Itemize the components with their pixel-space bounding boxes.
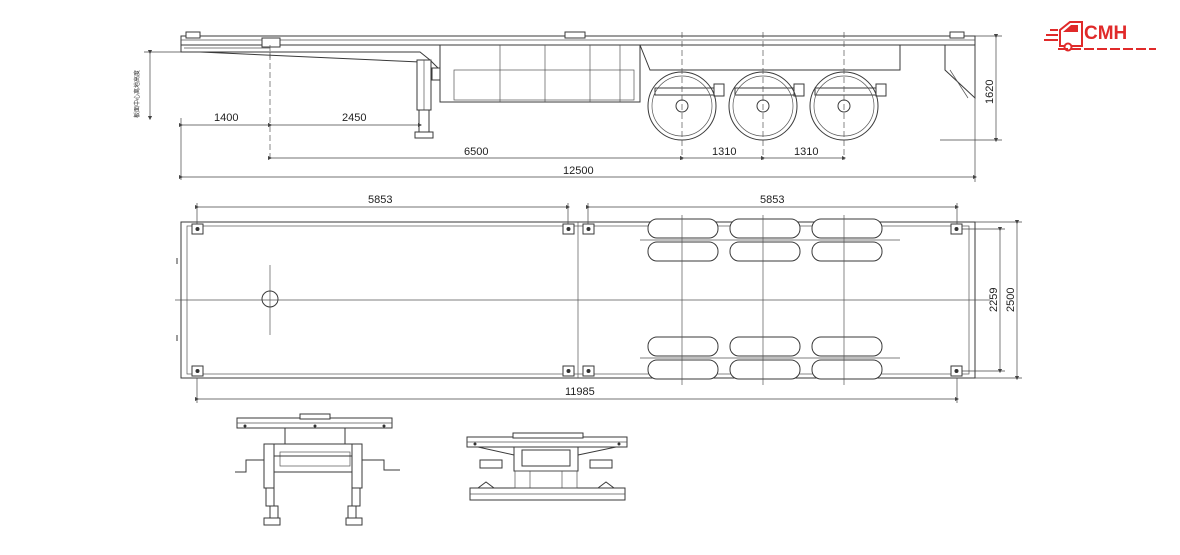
dim-2450: 2450 [342,112,366,124]
dim-1400: 1400 [214,112,238,124]
truck-icon [1044,21,1083,52]
front-view [235,413,400,526]
landing-gear [414,59,441,139]
rear-view [466,432,628,501]
top-wheels [647,218,883,380]
dim-2259: 2259 [988,288,1000,312]
king-pin [261,290,279,308]
dim-1310-b: 1310 [794,146,818,158]
twist-locks [191,223,963,377]
dim-12500: 12500 [563,165,594,177]
top-view: 5853 5853 11985 2259 2500 [175,194,1022,403]
dim-5853-b: 5853 [760,194,784,206]
dim-1310-a: 1310 [712,146,736,158]
dim-11985: 11985 [565,386,595,398]
dim-1620: 1620 [984,80,996,104]
cmh-logo: CMH [1044,21,1156,52]
suspension [654,83,887,97]
dim-6500: 6500 [464,146,488,158]
brand-name: CMH [1084,23,1127,44]
dim-5853-a: 5853 [368,194,392,206]
dim-2500: 2500 [1005,288,1017,312]
height-note: 板面中心离地高度 [133,70,141,118]
side-view: 板面中心离地高度 1620 1400 2450 6500 1310 1310 1… [133,31,1002,182]
